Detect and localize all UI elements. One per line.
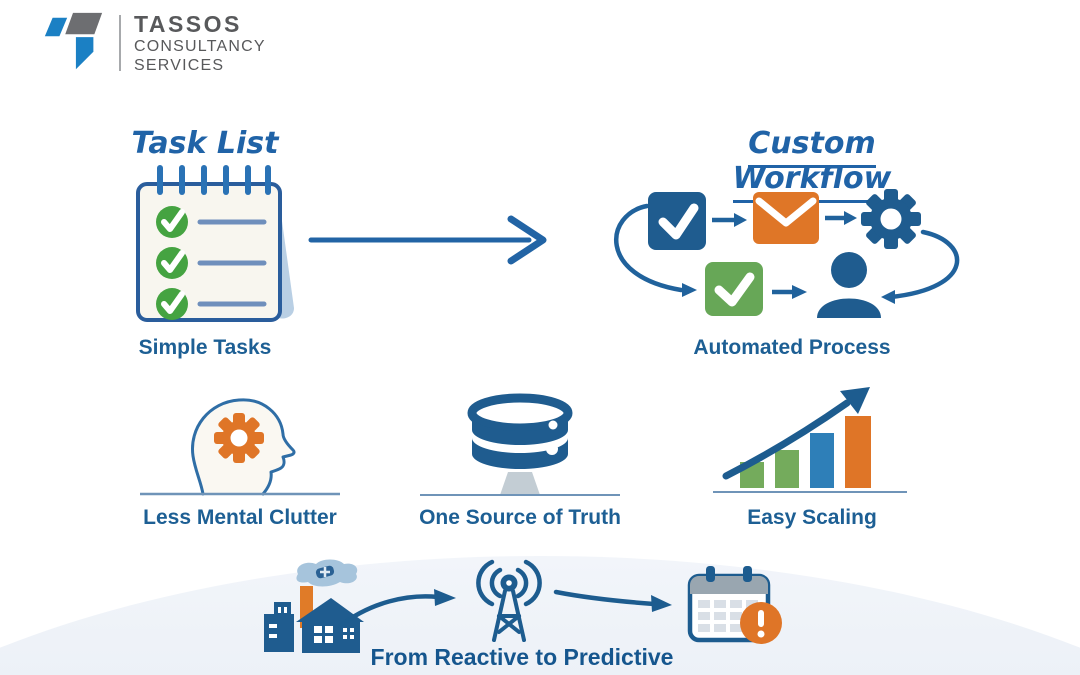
curved-arrow-icon [337,589,456,629]
brand-line3: SERVICES [134,56,225,74]
benefit-label: One Source of Truth [419,506,621,529]
benefit-underline [713,491,907,493]
simple-tasks-caption: Simple Tasks [138,336,272,359]
task-list-title: Task List [131,126,279,161]
alert-badge-icon [740,602,782,644]
gear-icon [214,413,264,463]
notepad-checklist-icon [136,165,294,322]
brand-name: TASSOS CONSULTANCY SERVICES [134,11,266,76]
checklist-row [156,247,267,279]
factory-icon [264,559,364,653]
straight-arrow-icon [553,589,672,612]
gear-icon [861,189,921,249]
calendar-alert-icon [687,566,782,644]
tassos-logo-mark-icon [44,12,103,70]
brand-divider [119,15,121,71]
checkbox-icon [648,192,706,250]
person-icon [817,252,881,318]
head-gear-icon [140,398,340,496]
benefit-label: Easy Scaling [747,506,877,529]
checklist-row [156,206,267,238]
footer-caption: From Reactive to Predictive [370,644,674,670]
workflow-loop-icon [614,189,960,318]
checkbox-green-icon [705,262,763,316]
envelope-icon [753,192,819,244]
automated-process-caption: Automated Process [693,336,891,359]
custom-workflow-title: Custom Workflow [687,126,937,203]
database-icon [467,393,573,495]
brand-header: TASSOS CONSULTANCY SERVICES [40,8,266,78]
custom-workflow-title-text: Custom Workflow [732,126,892,203]
brand-line2: CONSULTANCY [134,37,266,55]
radio-tower-icon [476,559,542,642]
growth-bars-icon [722,387,871,488]
benefit-underline [420,494,620,496]
brand-line1: TASSOS [134,10,242,37]
benefit-label: Less Mental Clutter [143,506,337,529]
checklist-row [156,288,267,320]
smoke-cloud-icon [296,559,358,587]
right-arrow-icon [308,215,547,265]
